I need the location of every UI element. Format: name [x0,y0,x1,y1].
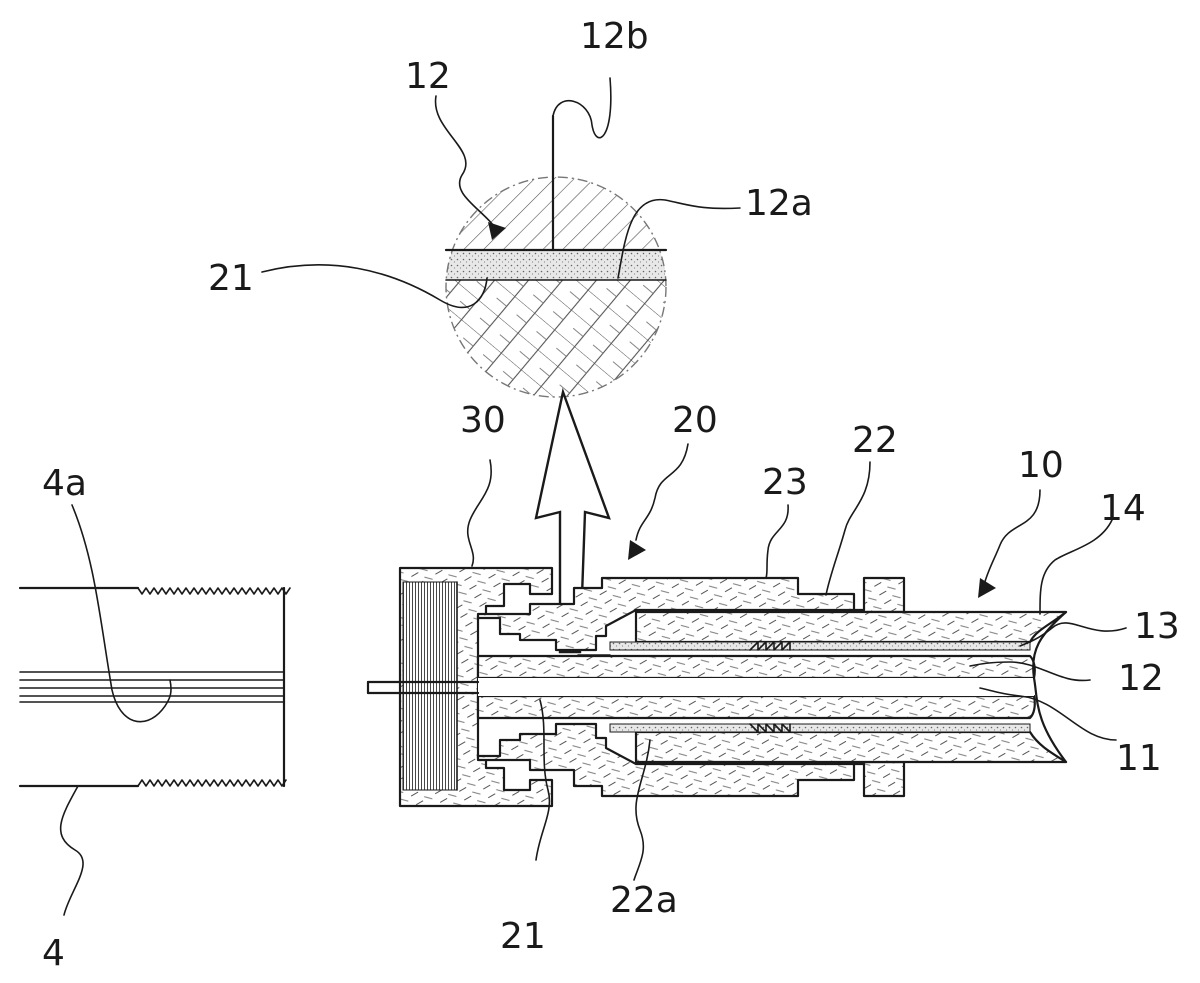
label-22a: 22a [610,880,678,921]
label-21-top: 21 [208,258,254,299]
leader-12b [553,78,611,138]
label-11: 11 [1116,738,1162,779]
label-12b: 12b [580,16,649,57]
detail-layer-12a-coating [440,250,672,280]
label-4a: 4a [42,463,87,504]
label-20: 20 [672,400,718,441]
label-12-top: 12 [405,56,451,97]
detail-magnified-view [440,116,672,410]
arrowhead-10 [978,578,996,598]
label-23: 23 [762,462,808,503]
pipe-10-outer-lower [636,732,1066,762]
bore-11 [478,678,1034,696]
leader-30 [468,460,491,566]
pipe-4-thread-bottom [138,780,286,786]
pipe-4 [20,588,290,786]
detail-layer-21-hatch [440,280,672,410]
leader-20 [636,444,688,540]
leader-10 [984,490,1040,585]
leader-14 [1040,520,1112,614]
label-12-right: 12 [1118,658,1164,699]
label-22: 22 [852,420,898,461]
label-30: 30 [460,400,506,441]
leader-23 [766,505,788,578]
liner-12-lower [478,696,1035,718]
layer-13-lower [610,724,1030,732]
detail-layer-12-hatch [440,170,672,250]
layer-13-upper [610,642,1030,650]
pipe-4-thread-top [138,588,290,594]
label-12a: 12a [745,183,813,224]
label-4: 4 [42,933,65,974]
fitting-assembly [368,568,1066,806]
label-10: 10 [1018,445,1064,486]
liner-12-upper [478,656,1035,678]
cut-end [1033,612,1066,762]
pipe-10-outer-upper [636,612,1066,642]
arrowhead-20 [628,540,646,560]
leader-4 [61,786,83,915]
leader-4a [72,505,171,722]
nut-30-internal-thread [403,582,457,790]
label-14: 14 [1100,488,1146,529]
label-21-bottom: 21 [500,916,546,957]
label-13: 13 [1134,606,1180,647]
leader-22 [826,462,870,595]
